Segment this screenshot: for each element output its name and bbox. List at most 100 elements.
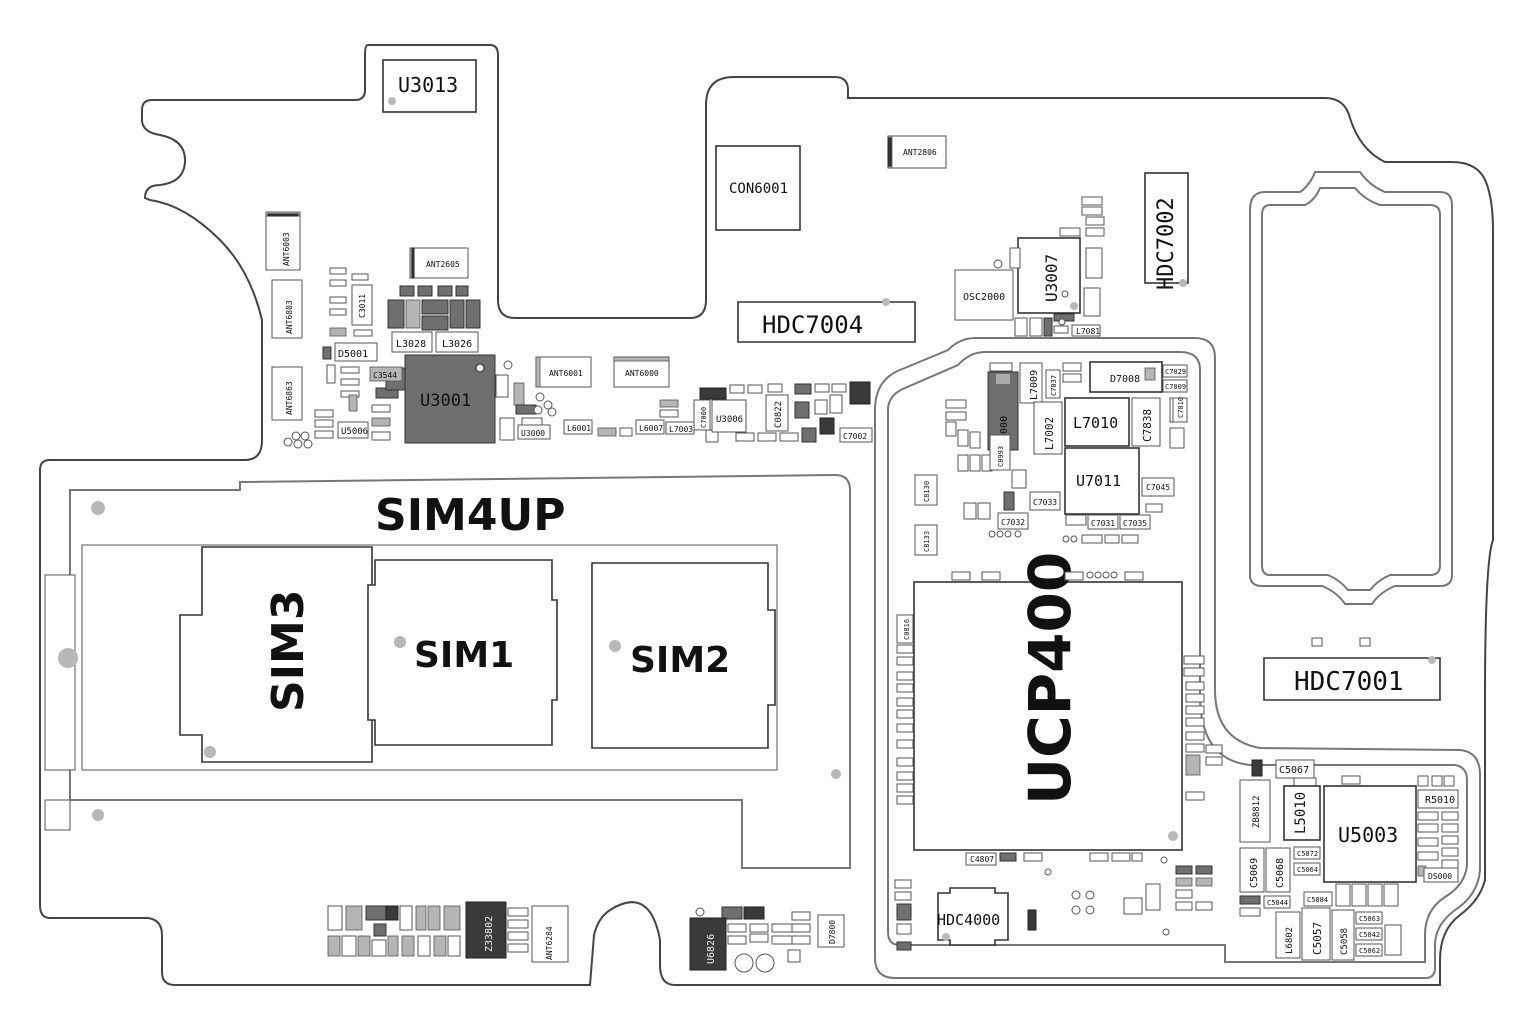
ant2806-contact xyxy=(887,137,892,167)
l7009-box xyxy=(1019,362,1043,404)
c5064-label: C5064 xyxy=(1297,866,1318,874)
c8130-box xyxy=(914,474,938,506)
shield-right-inner xyxy=(1261,187,1441,591)
c7037-label: C7037 xyxy=(1050,375,1058,396)
c8133-label: C8133 xyxy=(923,531,931,552)
c4807-label: C4807 xyxy=(970,855,994,864)
c7037-box xyxy=(1045,369,1061,399)
osc2000-label: OSC2000 xyxy=(963,292,1005,303)
tray-pin xyxy=(204,746,216,758)
c5084-label: C5084 xyxy=(1307,896,1328,904)
c7002-box xyxy=(839,427,873,443)
u3007-label: U3007 xyxy=(1042,254,1061,302)
sim1-label: SIM1 xyxy=(414,635,514,676)
c5067-box xyxy=(1275,759,1315,779)
sim-tray-outline xyxy=(69,473,851,869)
sim3-label: SIM3 xyxy=(263,590,314,712)
z33802-label: Z33802 xyxy=(484,916,495,952)
ant2605-label: ANT2605 xyxy=(426,260,460,269)
l7081-label: L7081 xyxy=(1076,327,1100,336)
c5058-box xyxy=(1331,909,1355,961)
c7035-label: C7035 xyxy=(1123,519,1147,528)
c5057-box xyxy=(1301,907,1331,961)
c5067-label: C5067 xyxy=(1279,765,1309,776)
l7002-label: L7002 xyxy=(1043,417,1056,450)
l3026-label: L3026 xyxy=(442,339,472,350)
c5062-label: C5062 xyxy=(1359,947,1380,955)
l5010-box xyxy=(1283,785,1321,841)
ant2806-label: ANT2806 xyxy=(903,148,937,157)
ant6803-label: ANT6803 xyxy=(285,300,294,334)
u3013-label: U3013 xyxy=(398,73,458,97)
l6007-label: L6007 xyxy=(639,424,663,433)
con6001-label: CON6001 xyxy=(729,181,788,197)
ant6284-box xyxy=(531,905,569,963)
c5072-label: C5072 xyxy=(1297,850,1318,858)
con6001-box xyxy=(715,145,801,231)
c5068-label: C5068 xyxy=(1275,858,1286,888)
z33802-box xyxy=(465,901,507,959)
c7010-box xyxy=(1172,397,1188,423)
c8130-label: C8130 xyxy=(923,481,931,502)
l6007-box xyxy=(635,419,665,435)
c7009-box xyxy=(1162,379,1188,393)
ant6003-label: ANT6003 xyxy=(282,232,291,266)
c0993-label: C0993 xyxy=(997,446,1005,467)
c7045-box xyxy=(1141,477,1175,497)
c0816-label: C0816 xyxy=(903,619,911,640)
ant6003-contact xyxy=(267,213,299,217)
tray-pin xyxy=(92,809,104,821)
d7800-box xyxy=(817,914,845,948)
l3028-label: L3028 xyxy=(396,339,426,350)
tray-pin xyxy=(831,769,841,779)
sim2-slot xyxy=(591,562,776,749)
c4807-box xyxy=(965,852,997,866)
caps-cluster-bottom-mid xyxy=(695,906,811,973)
u6826-label: U6826 xyxy=(706,934,717,964)
c7045-label: C7045 xyxy=(1146,483,1170,492)
tray-pin xyxy=(609,640,621,652)
ds000-box xyxy=(1423,867,1459,883)
c3544-box xyxy=(369,366,403,382)
u5003-box xyxy=(1323,785,1417,883)
u3013-box xyxy=(382,59,477,113)
u3006-label: U3006 xyxy=(716,415,743,425)
c8133-box xyxy=(914,524,938,556)
d5001-label: D5001 xyxy=(338,349,368,360)
c7033-box xyxy=(1029,491,1061,511)
c5063-label: C5063 xyxy=(1359,915,1380,923)
hdc7004-box xyxy=(737,301,916,343)
r5010-label: R5010 xyxy=(1425,795,1455,806)
u6826-box xyxy=(689,917,727,971)
c7000-box xyxy=(693,399,711,431)
tray-pin xyxy=(58,648,78,668)
hdc4000-box xyxy=(937,887,1009,946)
u5006-label: U5006 xyxy=(341,427,368,437)
c7838-label: C7838 xyxy=(1141,409,1154,442)
caps-cluster-top-right xyxy=(1009,196,1105,337)
u3006-box xyxy=(711,399,747,433)
c7035-box xyxy=(1119,514,1151,530)
u7011-label: U7011 xyxy=(1076,472,1121,490)
c7031-box xyxy=(1087,514,1119,530)
u5006-box xyxy=(337,421,369,439)
c7032-box xyxy=(997,512,1029,530)
ucp400-box xyxy=(913,581,1183,851)
c5072-box xyxy=(1293,846,1321,860)
ant6284-label: ANT6284 xyxy=(545,926,554,960)
c7031-label: C7031 xyxy=(1091,519,1115,528)
zb8812-label: ZB8812 xyxy=(1252,795,1262,828)
c7029-label: C7029 xyxy=(1165,368,1186,376)
ant6001-label: ANT6001 xyxy=(549,369,583,378)
c5044-label: C5044 xyxy=(1267,899,1288,907)
c7000-label: C7000 xyxy=(700,407,708,428)
c0822-box xyxy=(765,394,789,432)
l5010-label: L5010 xyxy=(1293,792,1309,834)
caps-cluster-bottom-left xyxy=(327,905,529,957)
d5001-box xyxy=(334,342,378,362)
c7009-label: C7009 xyxy=(1165,383,1186,391)
c5042-label: C5042 xyxy=(1359,931,1380,939)
hdc4000-label: HDC4000 xyxy=(937,911,1000,929)
u3000-label: U3000 xyxy=(521,429,545,438)
